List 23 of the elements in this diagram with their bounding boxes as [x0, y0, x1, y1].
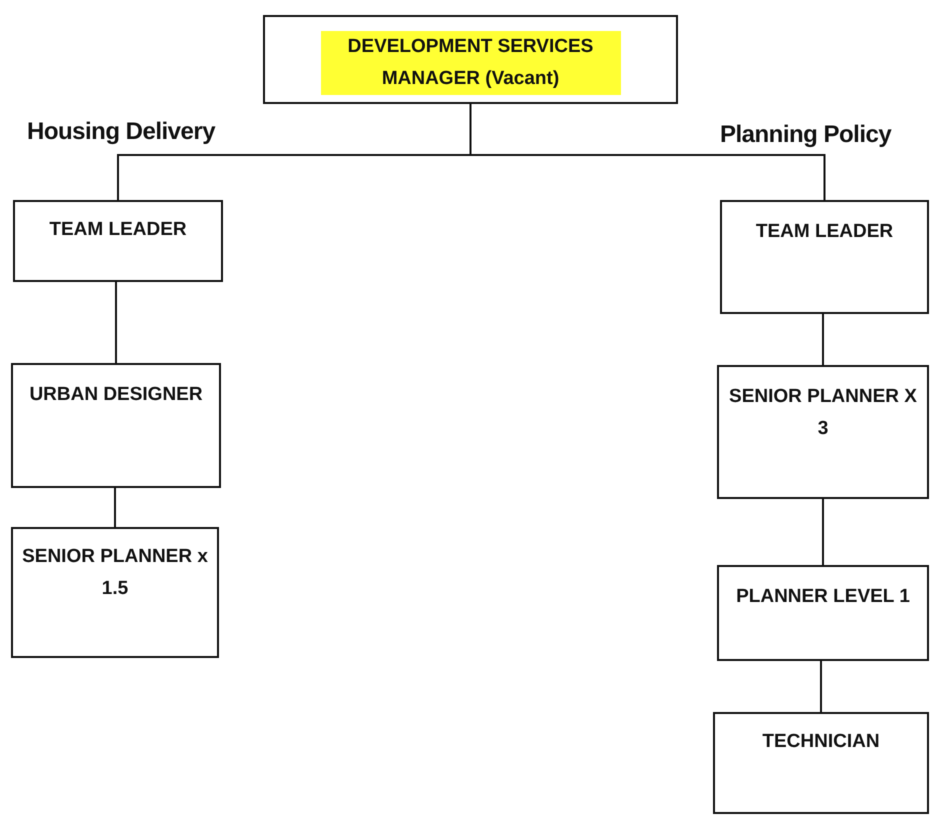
team-label: Housing Delivery — [27, 118, 216, 146]
role-title: PLANNER LEVEL 1 — [736, 585, 910, 609]
role-box — [720, 200, 929, 314]
role-box — [11, 363, 221, 488]
connector-line — [115, 282, 117, 363]
connector-line — [114, 488, 116, 527]
connector-line — [822, 314, 824, 365]
role-title: DEVELOPMENT SERVICES MANAGER (Vacant) — [320, 31, 620, 95]
role-title: SENIOR PLANNER x 1.5 — [21, 545, 209, 601]
team-label: Planning Policy — [720, 121, 892, 149]
role-title: TEAM LEADER — [49, 218, 187, 242]
role-box — [717, 565, 929, 661]
connector-line — [822, 499, 824, 565]
role-box — [11, 527, 219, 658]
role-title: TECHNICIAN — [762, 730, 880, 754]
role-box — [717, 365, 929, 499]
role-title: TEAM LEADER — [756, 220, 894, 244]
role-box — [713, 712, 929, 814]
role-title: URBAN DESIGNER — [29, 383, 203, 407]
manager-box — [263, 15, 678, 104]
connector-line — [820, 661, 822, 712]
role-title: SENIOR PLANNER X 3 — [728, 385, 918, 441]
role-box — [13, 200, 223, 282]
